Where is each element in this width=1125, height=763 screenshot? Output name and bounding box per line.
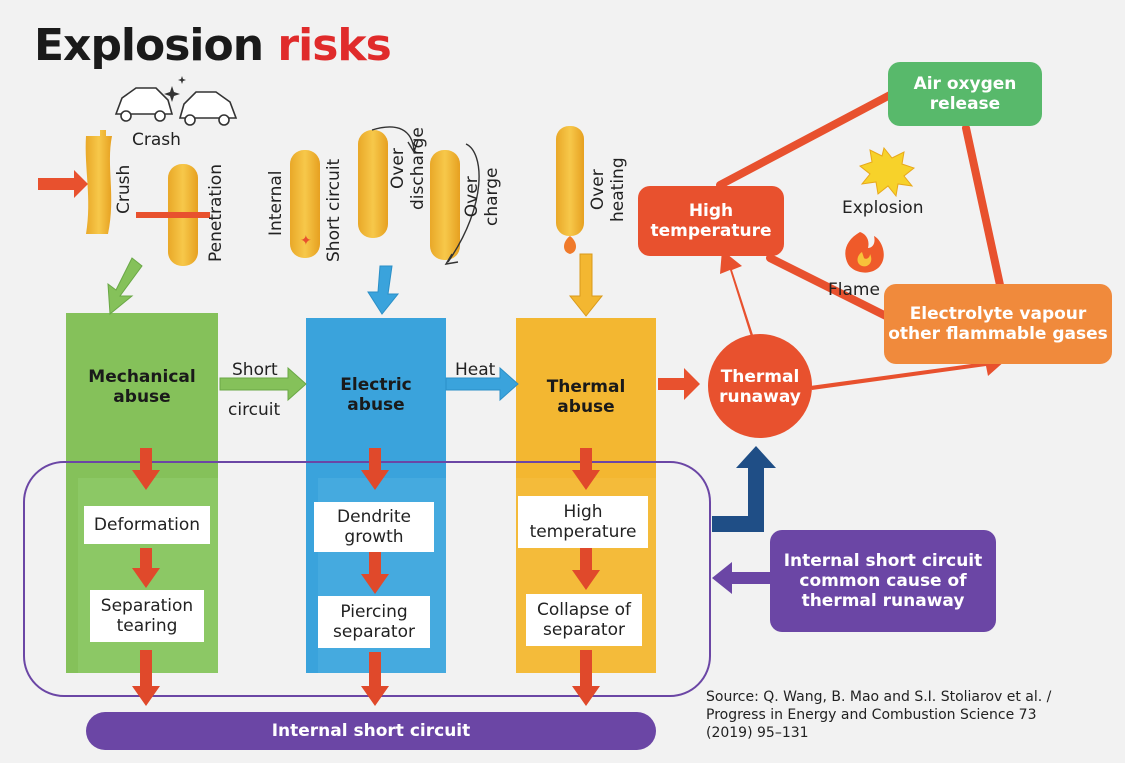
title-word-explosion: Explosion xyxy=(34,20,264,71)
bottom-bar xyxy=(86,712,656,750)
thermal-runaway-line2: runaway xyxy=(719,387,801,407)
internal-label: Internal xyxy=(266,170,286,236)
crash-cars-icon xyxy=(114,87,238,126)
flame-icon xyxy=(845,232,884,273)
flame-label: Flame xyxy=(828,280,880,300)
over-heating-line2: heating xyxy=(608,157,628,222)
over-discharge-line1: Over xyxy=(388,148,408,190)
source-line3: (2019) 95–131 xyxy=(706,725,809,741)
source-line1: Source: Q. Wang, B. Mao and S.I. Stoliar… xyxy=(706,689,1052,705)
to-runaway-arrow xyxy=(658,368,700,400)
electric-trigger-arrow xyxy=(367,265,400,315)
thermal-trigger-arrow xyxy=(568,253,604,317)
crush-label: Crush xyxy=(114,164,134,214)
mechanical-abuse-label: Mechanical abuse xyxy=(70,362,214,412)
dendrite-line1: Dendrite xyxy=(337,507,411,527)
electric-abuse-label: Electric abuse xyxy=(310,370,442,420)
air-oxygen-line2: release xyxy=(929,94,1001,114)
electrolyte-line2: other flammable gases xyxy=(888,324,1108,344)
over-discharge-line2: discharge xyxy=(408,127,428,210)
page-title: Explosion risks xyxy=(34,20,392,71)
title-word-risks: risks xyxy=(277,20,391,71)
over-discharge-label: Over discharge xyxy=(388,127,428,210)
mechanical-abuse-line1: Mechanical xyxy=(88,367,196,387)
electrolyte-box: Electrolyte vapour other flammable gases xyxy=(884,284,1112,364)
thermal-runaway-circle xyxy=(708,334,812,438)
internal-cause-line1: Internal short circuit xyxy=(783,551,983,571)
electrolyte-line1: Electrolyte vapour xyxy=(909,304,1087,324)
internal-cause-box: Internal short circuit common cause of t… xyxy=(770,530,996,632)
cause-left-arrow xyxy=(712,562,770,594)
high-temperature-box: High temperature xyxy=(638,186,784,256)
short-circuit-link-line2: circuit xyxy=(228,400,281,420)
air-oxygen-line1: Air oxygen xyxy=(913,74,1017,94)
crash-label: Crash xyxy=(132,130,181,150)
short-circuit-arrow xyxy=(219,366,307,402)
high-temp-line2: temperature xyxy=(529,522,637,542)
over-charge-label: Over charge xyxy=(462,168,502,226)
over-heating-label: Over heating xyxy=(588,157,628,222)
internal-cause-line2: common cause of xyxy=(799,571,967,591)
thermal-abuse-line1: Thermal xyxy=(546,377,626,397)
thermal-abuse-line2: abuse xyxy=(557,397,615,417)
source-line2: Progress in Energy and Combustion Scienc… xyxy=(706,707,1037,723)
sparkles xyxy=(164,76,186,102)
piercing-line2: separator xyxy=(333,622,415,642)
separation-box: Separation tearing xyxy=(90,590,204,642)
explosion-label: Explosion xyxy=(842,198,924,218)
mechanical-abuse-line2: abuse xyxy=(113,387,171,407)
bottom-bar-label: Internal short circuit xyxy=(271,721,471,741)
short-circuit-link-line1: Short xyxy=(232,360,278,380)
dendrite-box: Dendrite growth xyxy=(314,502,434,552)
collapse-line1: Collapse of xyxy=(536,600,632,620)
high-temp-line1: High xyxy=(563,502,603,522)
over-heating-line1: Over xyxy=(588,169,608,211)
heat-link-label: Heat xyxy=(455,360,496,380)
thermal-abuse-label: Thermal abuse xyxy=(520,372,652,422)
dendrite-line2: growth xyxy=(344,527,404,547)
source-citation: Source: Q. Wang, B. Mao and S.I. Stoliar… xyxy=(706,688,1051,742)
heat-arrow xyxy=(445,366,519,402)
high-temperature-line1: High xyxy=(688,201,734,221)
deformation-box: Deformation xyxy=(84,506,210,544)
piercing-line1: Piercing xyxy=(340,602,408,622)
svg-text:✦: ✦ xyxy=(300,233,312,249)
collapse-line2: separator xyxy=(543,620,625,640)
high-temp-box: High temperature xyxy=(518,496,648,548)
separation-line2: tearing xyxy=(116,616,178,636)
internal-process-outline xyxy=(23,461,711,697)
electric-abuse-line2: abuse xyxy=(347,395,405,415)
over-charge-line1: Over xyxy=(462,176,482,218)
electric-abuse-line1: Electric xyxy=(340,375,412,395)
cell-icons: ✦ xyxy=(38,126,584,266)
separation-line1: Separation xyxy=(100,596,194,616)
air-oxygen-box: Air oxygen release xyxy=(888,62,1042,126)
runaway-to-electrolyte-arrow xyxy=(810,352,1006,390)
piercing-box: Piercing separator xyxy=(318,596,430,648)
short-circuit-label: Short circuit xyxy=(324,158,344,262)
penetration-label: Penetration xyxy=(206,164,226,262)
thermal-runaway-label: Thermal runaway xyxy=(708,362,812,412)
collapse-box: Collapse of separator xyxy=(526,594,642,646)
internal-cause-line3: thermal runaway xyxy=(801,591,965,611)
mechanical-trigger-arrow xyxy=(107,257,143,316)
thermal-runaway-line1: Thermal xyxy=(720,367,800,387)
down-arrows xyxy=(132,448,600,706)
runaway-to-hightemp-arrow xyxy=(720,250,754,340)
runaway-network xyxy=(716,91,1004,322)
over-charge-line2: charge xyxy=(482,167,502,226)
cause-up-arrow xyxy=(712,446,776,532)
explosion-icon xyxy=(858,146,916,198)
high-temperature-line2: temperature xyxy=(650,221,772,241)
